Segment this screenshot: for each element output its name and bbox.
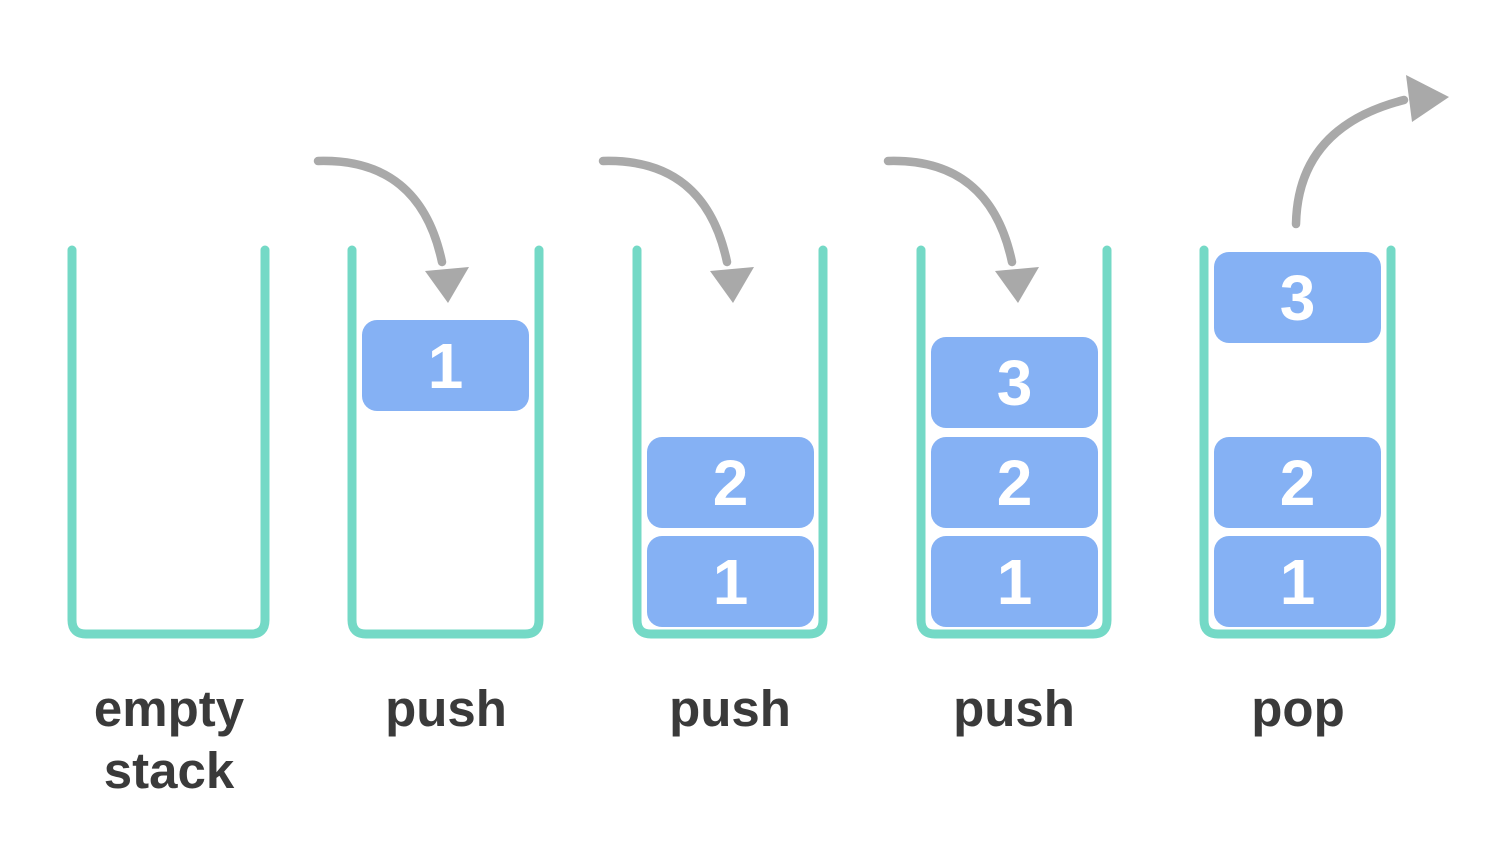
stack-block: 2 [931,437,1098,528]
panel-label-empty-stack: empty stack [93,680,245,800]
stack-container-outline-1 [67,245,270,639]
stack-block: 3 [931,337,1098,428]
stack-block: 1 [931,536,1098,627]
pop-arrow [1291,75,1449,229]
stack-block: 1 [647,536,814,627]
panel-label-push-1: push [385,680,507,737]
push-arrow-2 [598,156,754,303]
stack-container-outline-5 [1199,245,1396,639]
push-arrow-1 [313,156,469,303]
push-arrow-3 [883,156,1039,303]
stack-container-outline-3 [632,245,828,639]
stack-container-outline-2 [347,245,544,639]
panel-label-push-3: push [953,680,1075,737]
stack-container-outline-4 [916,245,1112,639]
stack-block: 2 [647,437,814,528]
stack-block: 1 [1214,536,1381,627]
stack-block: 3 [1214,252,1381,343]
panel-label-push-2: push [669,680,791,737]
stack-block: 2 [1214,437,1381,528]
panel-label-pop: pop [1251,680,1345,737]
stack-block: 1 [362,320,529,411]
